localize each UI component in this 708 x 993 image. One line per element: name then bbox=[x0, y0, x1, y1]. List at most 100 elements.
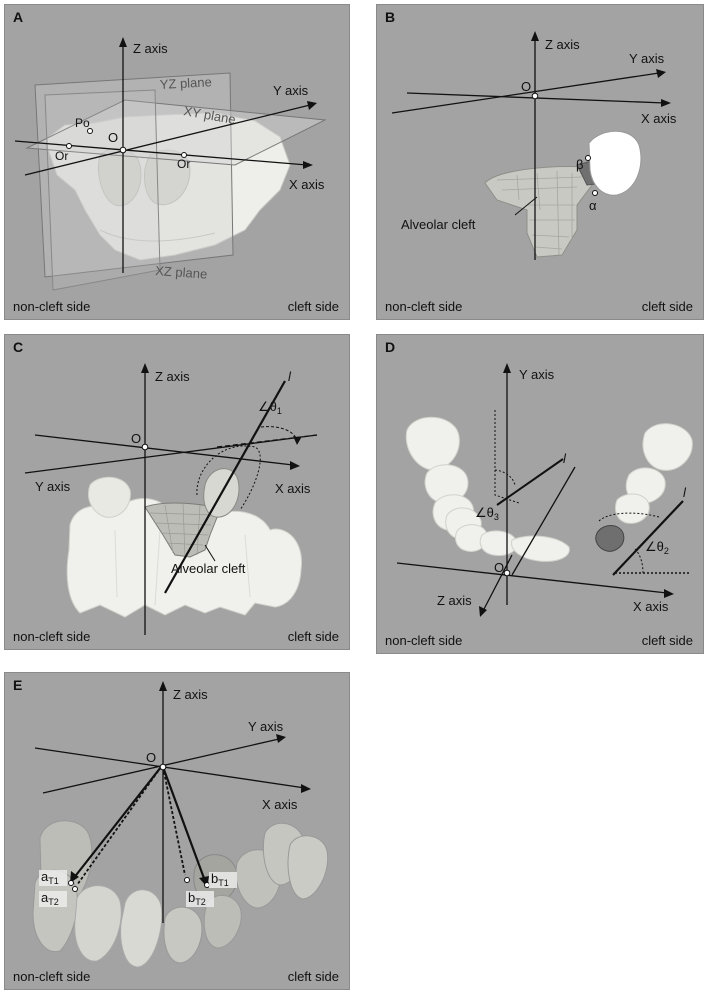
x-axis-label: X axis bbox=[633, 599, 669, 614]
origin-point bbox=[119, 146, 127, 154]
vector-b-t1 bbox=[161, 766, 207, 882]
alpha-point bbox=[592, 190, 598, 196]
vector-a-t1 bbox=[72, 766, 162, 880]
origin-point bbox=[503, 569, 511, 577]
beta-point bbox=[585, 155, 591, 161]
a-t2-point bbox=[72, 886, 78, 892]
z-axis-label: Z axis bbox=[173, 687, 208, 702]
origin-point bbox=[141, 443, 149, 451]
origin-label: O bbox=[521, 79, 531, 94]
panel-a-label: A bbox=[13, 9, 24, 25]
line-l-2 bbox=[612, 500, 684, 576]
alveolar-cleft-label: Alveolar cleft bbox=[401, 217, 476, 232]
panel-b-non-cleft-side: non-cleft side bbox=[385, 299, 463, 314]
origin-point bbox=[159, 763, 167, 771]
line-l-1 bbox=[496, 458, 564, 506]
y-axis-label: Y axis bbox=[629, 51, 665, 66]
panel-a-figure: Z axis Y axis X axis O YZ plane XY plane… bbox=[14, 37, 327, 291]
po-label: Po bbox=[75, 116, 90, 130]
origin-label: O bbox=[494, 560, 504, 575]
b-t1-label: bT1 bbox=[211, 871, 229, 888]
panel-b-label: B bbox=[385, 9, 396, 25]
panel-b-figure: Z axis Y axis X axis O Alveolar cleft β … bbox=[391, 31, 677, 260]
b-t2-point bbox=[184, 877, 190, 883]
b-t1-point bbox=[204, 882, 210, 888]
panel-d-label: D bbox=[385, 339, 396, 355]
z-axis-label: Z axis bbox=[545, 37, 580, 52]
panel-b-cleft-side: cleft side bbox=[641, 299, 693, 314]
panel-e-figure: Z axis Y axis X axis O aT1 aT2 bT1 bT2 bbox=[32, 681, 329, 968]
x-axis-label: X axis bbox=[289, 177, 325, 192]
xz-plane bbox=[44, 89, 161, 291]
angle-theta1-label: ∠θ1 bbox=[258, 399, 282, 416]
x-axis-line bbox=[396, 562, 668, 594]
panel-a: Z axis Y axis X axis O YZ plane XY plane… bbox=[4, 4, 350, 320]
y-axis-label: Y axis bbox=[273, 83, 309, 98]
xz-plane-label: XZ plane bbox=[155, 263, 208, 282]
vector-b-t2 bbox=[162, 766, 186, 876]
panel-e-cleft-side: cleft side bbox=[287, 969, 339, 984]
origin-label: O bbox=[146, 750, 156, 765]
a-t2-label: aT2 bbox=[41, 890, 59, 907]
panel-e-label: E bbox=[13, 677, 23, 693]
panel-a-cleft-side: cleft side bbox=[287, 299, 339, 314]
x-axis-label: X axis bbox=[641, 111, 677, 126]
z-axis-label: Z axis bbox=[437, 593, 472, 608]
alpha-label: α bbox=[589, 198, 597, 213]
origin-label: O bbox=[131, 431, 141, 446]
cleft-arch-teeth bbox=[595, 423, 693, 552]
yz-plane bbox=[34, 72, 234, 278]
y-axis-line bbox=[24, 104, 311, 176]
beta-label: β bbox=[576, 157, 583, 172]
z-axis-line bbox=[482, 554, 513, 612]
panel-d-figure: Y axis X axis Z axis O l l ∠θ3 ∠θ2 bbox=[396, 363, 693, 617]
or-right-label: Or bbox=[177, 157, 190, 171]
panel-a-non-cleft-side: non-cleft side bbox=[13, 299, 91, 314]
dental-arch-crowns bbox=[32, 820, 329, 968]
x-axis-label: X axis bbox=[262, 797, 298, 812]
a-t1-label: aT1 bbox=[41, 869, 59, 886]
y-axis-label: Y axis bbox=[35, 479, 71, 494]
x-axis-line bbox=[14, 140, 308, 166]
po-point bbox=[87, 128, 93, 134]
z-axis-label: Z axis bbox=[133, 41, 168, 56]
line-l-1-label: l bbox=[563, 451, 567, 466]
panel-c-non-cleft-side: non-cleft side bbox=[13, 629, 91, 644]
panel-b: Z axis Y axis X axis O Alveolar cleft β … bbox=[376, 4, 704, 320]
panel-d-non-cleft-side: non-cleft side bbox=[385, 633, 463, 648]
angle-theta2-label: ∠θ2 bbox=[645, 539, 669, 556]
or-left-point bbox=[66, 143, 72, 149]
x-axis-line bbox=[34, 747, 306, 789]
a-t1-point bbox=[68, 880, 74, 886]
or-right-point bbox=[181, 152, 187, 158]
angle-theta3-label: ∠θ3 bbox=[475, 505, 499, 522]
x-axis-label: X axis bbox=[275, 481, 311, 496]
tooth-model bbox=[588, 130, 642, 196]
panel-c-cleft-side: cleft side bbox=[287, 629, 339, 644]
non-cleft-arch-teeth bbox=[405, 416, 570, 562]
alveolar-cleft-label: Alveolar cleft bbox=[171, 561, 246, 576]
yz-plane-label: YZ plane bbox=[159, 74, 212, 92]
y-axis-label: Y axis bbox=[519, 367, 555, 382]
line-l-label: l bbox=[288, 369, 292, 384]
line-l-2-label: l bbox=[683, 485, 687, 500]
panel-c: Z axis Y axis X axis O l ∠θ1 Alveolar cl… bbox=[4, 334, 350, 650]
panel-d-cleft-side: cleft side bbox=[641, 633, 693, 648]
y-axis-line bbox=[34, 434, 294, 466]
panel-e: Z axis Y axis X axis O aT1 aT2 bT1 bT2 E… bbox=[4, 672, 350, 990]
y-axis-label: Y axis bbox=[248, 719, 284, 734]
or-left-label: Or bbox=[55, 149, 68, 163]
y-axis-line bbox=[391, 72, 660, 114]
vector-a-t2 bbox=[76, 766, 162, 886]
z-axis-label: Z axis bbox=[155, 369, 190, 384]
panel-d: Y axis X axis Z axis O l l ∠θ3 ∠θ2 D non… bbox=[376, 334, 704, 654]
origin-label: O bbox=[108, 130, 118, 145]
panel-c-label: C bbox=[13, 339, 24, 355]
b-t2-label: bT2 bbox=[188, 890, 206, 907]
cleft-pointer bbox=[514, 196, 538, 216]
line-l bbox=[164, 380, 286, 594]
panel-c-figure: Z axis Y axis X axis O l ∠θ1 Alveolar cl… bbox=[24, 363, 318, 635]
origin-point bbox=[531, 92, 539, 100]
alveolar-cleft-mesh bbox=[484, 166, 593, 258]
panel-e-non-cleft-side: non-cleft side bbox=[13, 969, 91, 984]
